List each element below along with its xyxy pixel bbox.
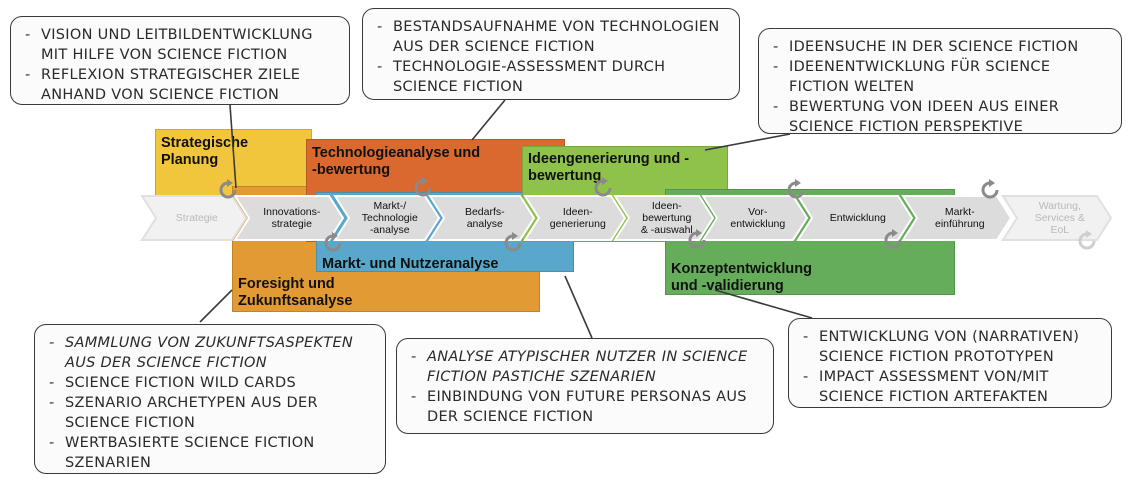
cycle-icon-arrowhead	[512, 232, 518, 240]
connector-line	[704, 133, 791, 151]
stage-chevron	[796, 195, 914, 241]
cycle-icon-ring	[324, 234, 342, 252]
cycle-icon-arrowhead	[602, 177, 608, 185]
callout-item: Ideensuche in der Science Fiction	[773, 37, 1109, 57]
cycle-icon-ring	[884, 231, 902, 249]
callout-strategy-list: Vision und Leitbildentwicklung mit Hilfe…	[25, 25, 337, 105]
callout-foresight: Sammlung von Zukunftsaspekten aus der Sc…	[34, 324, 386, 474]
callout-foresight-list: Sammlung von Zukunftsaspekten aus der Sc…	[49, 333, 373, 473]
callout-item: Bestandsaufnahme von Technologien aus de…	[377, 17, 727, 57]
stage-label: Strategie	[175, 212, 218, 224]
cycle-icon-ring	[787, 181, 805, 199]
cycle-icon	[981, 179, 999, 199]
callout-item: Bewertung von Ideen aus einer Science Fi…	[773, 97, 1109, 137]
area-title-market-analysis: Markt- und Nutzeranalyse	[322, 256, 499, 272]
callout-item: Wertbasierte Science Fiction Szenarien	[49, 433, 373, 473]
stage-label: Ideen- generierung	[549, 206, 606, 230]
cycle-icon-ring	[1078, 232, 1096, 250]
stage-chevron	[523, 195, 627, 241]
connector-line	[471, 99, 506, 141]
connector-line	[714, 289, 813, 319]
stage-chevron	[233, 195, 345, 241]
cycle-icon-arrowhead	[1086, 230, 1092, 238]
area-title-concept-development: Konzeptentwicklung und -validierung	[671, 261, 812, 294]
callout-item: Ideenentwicklung für Science Fiction Wel…	[773, 57, 1109, 97]
cycle-icon	[787, 179, 805, 199]
cycle-icon-ring	[688, 231, 706, 249]
cycle-icon-arrowhead	[892, 229, 898, 237]
stage-label: Entwicklung	[829, 212, 886, 224]
connector-line	[199, 289, 233, 323]
callout-concept: Entwicklung von (narrativen) Science Fic…	[788, 318, 1112, 408]
stage-label: Markt-/ Technologie -analyse	[361, 200, 418, 236]
area-title-foresight: Foresight und Zukunftsanalyse	[238, 276, 353, 309]
callout-item: Analyse atypischer Nutzer in Science Fic…	[411, 347, 761, 387]
stage-label: Ideen- bewertung & -auswahl	[640, 200, 693, 236]
callout-market-list: Analyse atypischer Nutzer in Science Fic…	[411, 347, 761, 427]
cycle-icon	[688, 229, 706, 249]
callout-item: Sammlung von Zukunftsaspekten aus der Sc…	[49, 333, 373, 373]
cycle-icon	[1078, 230, 1096, 250]
callout-item: Science Fiction Wild Cards	[49, 373, 373, 393]
cycle-icon-ring	[981, 181, 999, 199]
cycle-icon	[414, 177, 432, 197]
callout-item: Reflexion strategischer Ziele anhand von…	[25, 65, 337, 105]
callout-concept-list: Entwicklung von (narrativen) Science Fic…	[803, 327, 1099, 407]
connector-line	[229, 104, 237, 189]
cycle-icon	[324, 232, 342, 252]
cycle-icon-arrowhead	[422, 177, 428, 185]
area-title-strategic-planning: Strategische Planung	[161, 135, 249, 168]
cycle-icon-arrowhead	[227, 179, 233, 187]
stage-label: Innovations- strategie	[263, 206, 321, 230]
stage-chevron	[1001, 195, 1113, 241]
cycle-icon-arrowhead	[696, 229, 702, 237]
cycle-icon-ring	[504, 234, 522, 252]
area-title-idea-generation: Ideengenerierung und -bewertung	[528, 151, 690, 184]
cycle-icon-ring	[594, 179, 612, 197]
stage-chevron	[428, 195, 536, 241]
cycle-icon-arrowhead	[332, 232, 338, 240]
callout-ideas-list: Ideensuche in der Science Fiction Ideene…	[773, 37, 1109, 137]
cycle-icon	[594, 177, 612, 197]
callout-item: Entwicklung von (narrativen) Science Fic…	[803, 327, 1099, 367]
cycle-icon-arrowhead	[795, 179, 801, 187]
area-title-technology-analysis: Technologieanalyse und -bewertung	[312, 145, 481, 178]
callout-technology-list: Bestandsaufnahme von Technologien aus de…	[377, 17, 727, 97]
stage-chevron	[901, 195, 1013, 241]
callout-technology: Bestandsaufnahme von Technologien aus de…	[362, 8, 740, 100]
callout-item: Einbindung von Future Personas aus der S…	[411, 387, 761, 427]
stage-label: Bedarfs- analyse	[464, 206, 505, 230]
stage-label: Markt- einführung	[934, 206, 985, 230]
cycle-icon	[504, 232, 522, 252]
callout-strategy: Vision und Leitbildentwicklung mit Hilfe…	[10, 16, 350, 105]
cycle-icon-ring	[219, 181, 237, 199]
stage-label: Vor- entwicklung	[730, 206, 786, 230]
cycle-icon	[884, 229, 902, 249]
callout-item: Technologie-Assessment durch Science Fic…	[377, 57, 727, 97]
callout-ideas: Ideensuche in der Science Fiction Ideene…	[758, 28, 1122, 137]
callout-item: Vision und Leitbildentwicklung mit Hilfe…	[25, 25, 337, 65]
callout-item: Impact Assessment von/mit Science Fictio…	[803, 367, 1099, 407]
callout-item: Szenario Archetypen aus der Science Fict…	[49, 393, 373, 433]
callout-market: Analyse atypischer Nutzer in Science Fic…	[396, 338, 774, 434]
stage-chevron	[613, 195, 715, 241]
cycle-icon	[219, 179, 237, 199]
connector-line	[564, 275, 593, 339]
cycle-icon-arrowhead	[989, 179, 995, 187]
cycle-icon-ring	[414, 179, 432, 197]
stage-label: Wartung, Services & EoL	[1034, 200, 1085, 236]
